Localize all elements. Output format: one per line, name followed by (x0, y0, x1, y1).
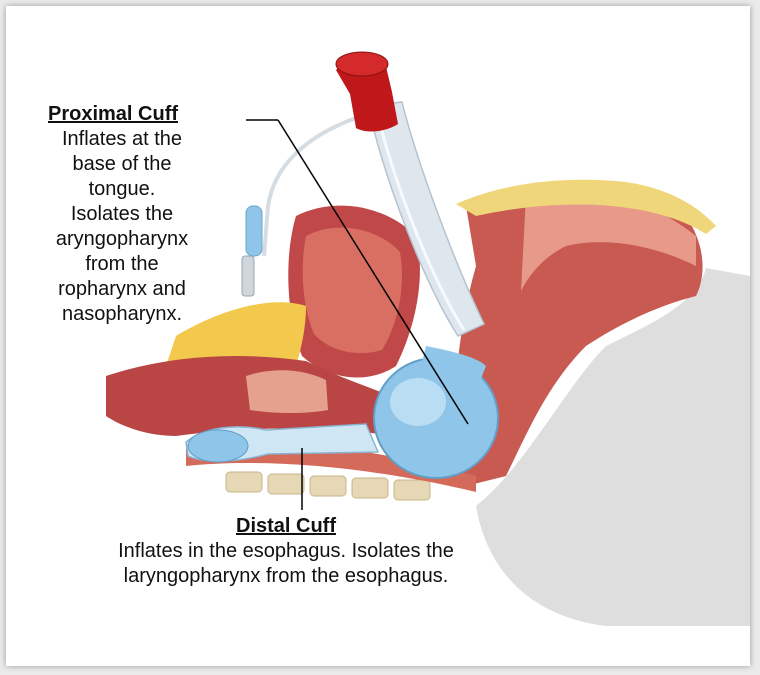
proximal-line-5: aryngopharynx (12, 227, 232, 252)
pilot-balloon (246, 206, 262, 256)
proximal-line-8: nasopharynx. (12, 302, 232, 327)
proximal-cuff-title: Proximal Cuff (12, 102, 232, 127)
pilot-valve (242, 256, 254, 296)
distal-line-2: laryngopharynx from the esophagus. (46, 564, 526, 589)
proximal-cuff-highlight (390, 378, 446, 426)
proximal-line-4: Isolates the (12, 202, 232, 227)
connector-rim (336, 52, 388, 76)
proximal-line-7: ropharynx and (12, 277, 232, 302)
proximal-cuff-label: Proximal Cuff Inflates at the base of th… (12, 102, 232, 327)
distal-cuff (188, 430, 248, 462)
proximal-line-1: Inflates at the (12, 127, 232, 152)
proximal-line-2: base of the (12, 152, 232, 177)
proximal-line-3: tongue. (12, 177, 232, 202)
larynx (246, 370, 328, 413)
distal-cuff-label: Distal Cuff Inflates in the esophagus. I… (46, 514, 526, 589)
distal-line-1: Inflates in the esophagus. Isolates the (46, 539, 526, 564)
tongue-highlight (303, 228, 402, 353)
proximal-line-6: from the (12, 252, 232, 277)
distal-cuff-title: Distal Cuff (46, 514, 526, 539)
diagram-frame: Proximal Cuff Inflates at the base of th… (6, 6, 750, 666)
